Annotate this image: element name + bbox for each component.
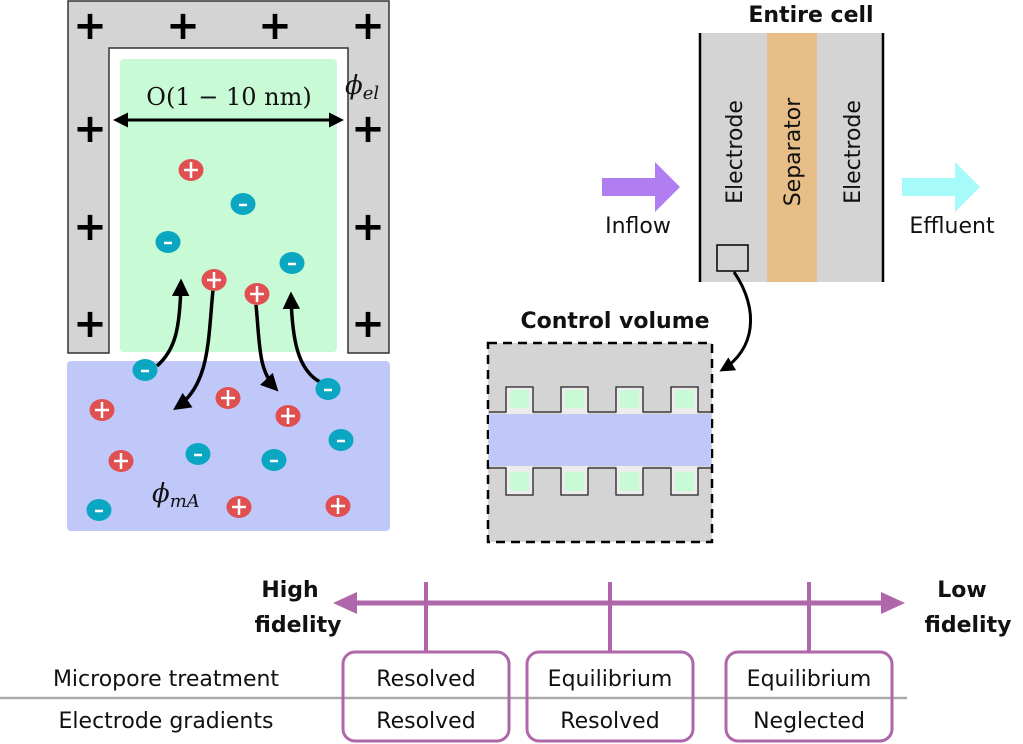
model-micropore-value: Equilibrium (747, 667, 872, 692)
anion-icon (155, 231, 181, 253)
high-fidelity-label-line2: fidelity (255, 613, 342, 638)
anion-icon (279, 252, 305, 274)
row-label-gradients: Electrode gradients (59, 709, 274, 734)
positive-charge-icon: + (351, 301, 385, 347)
positive-charge-icon: + (258, 3, 292, 49)
layer-label-separator: Separator (781, 97, 806, 207)
fidelity-arrow-left-icon (333, 592, 357, 614)
micropore-fluid-top (565, 390, 584, 408)
control-volume-title: Control volume (520, 309, 709, 334)
cation-flux-arrow-2 (254, 304, 279, 392)
low-fidelity-label: Low (937, 578, 986, 603)
layer-label-electrode-left: Electrode (723, 100, 748, 204)
positive-charge-icon: + (351, 204, 385, 250)
pore-wall-top (489, 386, 711, 413)
positive-charge-icon: + (73, 301, 107, 347)
positive-charge-icon: + (73, 204, 107, 250)
cation-icon (108, 450, 134, 472)
cation-flux-arrow-1 (173, 289, 215, 410)
model-gradients-value: Resolved (560, 709, 659, 734)
positive-charge-icon: + (351, 106, 385, 152)
cation-icon (325, 495, 351, 517)
pore-wall-bottom (489, 467, 711, 496)
anion-icon (261, 449, 287, 471)
inflow-arrow-icon (602, 162, 680, 212)
layer-label-electrode-right: Electrode (841, 100, 866, 204)
cation-icon (275, 405, 301, 427)
cation-icon (178, 159, 204, 181)
model-box (341, 650, 511, 743)
model-columns: ResolvedResolvedEquilibriumResolvedEquil… (341, 582, 894, 743)
row-label-micropore: Micropore treatment (53, 667, 279, 692)
electrode-layer-right (817, 33, 883, 282)
model-gradients-value: Neglected (753, 709, 865, 734)
control-volume-marker (716, 244, 749, 272)
zoom-connector-arrow (719, 271, 753, 372)
cation-icon (201, 269, 227, 291)
fidelity-arrow-right-icon (881, 592, 905, 614)
anion-icon (132, 359, 158, 381)
positive-charge-icon: + (73, 106, 107, 152)
low-fidelity-label-line2: fidelity (925, 613, 1012, 638)
anion-icon (86, 499, 112, 521)
model-box (724, 650, 894, 743)
cation-icon (226, 496, 252, 518)
effluent-label: Effluent (909, 214, 995, 239)
micropore-fluid-bottom (620, 472, 639, 491)
cation-icon (215, 387, 241, 409)
anion-icon (185, 443, 211, 465)
cation-icon (89, 399, 115, 421)
anion-icon (230, 193, 256, 215)
control-volume: Control volume (486, 309, 714, 544)
micropore-fluid-bottom (675, 472, 694, 491)
macropore-region (67, 361, 390, 531)
pore-width-label: O(1 − 10 nm) (146, 83, 311, 111)
effluent-arrow-icon (902, 162, 980, 212)
wall-charges: + + + + + + + + + + (73, 3, 385, 347)
micropore-fluid-top (675, 390, 694, 408)
positive-charge-icon: + (351, 3, 385, 49)
micropore-schematic: + + + + + + + + + + O(1 − 10 nm) ϕel ϕmA (67, 0, 390, 531)
anion-icon (328, 429, 354, 451)
inflow-label: Inflow (605, 214, 671, 239)
micropore-fluid-top (510, 390, 529, 408)
electrode-wall (67, 0, 390, 354)
anion-flux-arrow-1 (155, 278, 190, 368)
positive-charge-icon: + (73, 3, 107, 49)
micropore-fluid-bottom (565, 472, 584, 491)
model-micropore-value: Resolved (376, 667, 475, 692)
anion-flux-arrow-2 (282, 291, 321, 384)
model-box (525, 650, 695, 743)
phi-ma-label: ϕmA (152, 479, 200, 512)
separator-layer (767, 33, 817, 282)
entire-cell: Entire cell Electrode Separator Electrod… (602, 3, 995, 372)
phi-el-label: ϕel (345, 71, 379, 104)
model-gradients-value: Resolved (376, 709, 475, 734)
ions-layer (86, 159, 354, 521)
control-volume-pores (489, 386, 711, 496)
micropore-fluid-bottom (510, 472, 529, 491)
micropore-fluid-top (620, 390, 639, 408)
model-micropore-value: Equilibrium (548, 667, 673, 692)
cation-icon (244, 283, 270, 305)
channel-region (489, 414, 711, 466)
positive-charge-icon: + (166, 3, 200, 49)
electrode-layer-left (700, 33, 767, 282)
anion-icon (315, 378, 341, 400)
high-fidelity-label: High (261, 578, 318, 603)
fidelity-spectrum: High fidelity Low fidelity Micropore tre… (0, 578, 1012, 743)
entire-cell-title: Entire cell (748, 3, 873, 28)
